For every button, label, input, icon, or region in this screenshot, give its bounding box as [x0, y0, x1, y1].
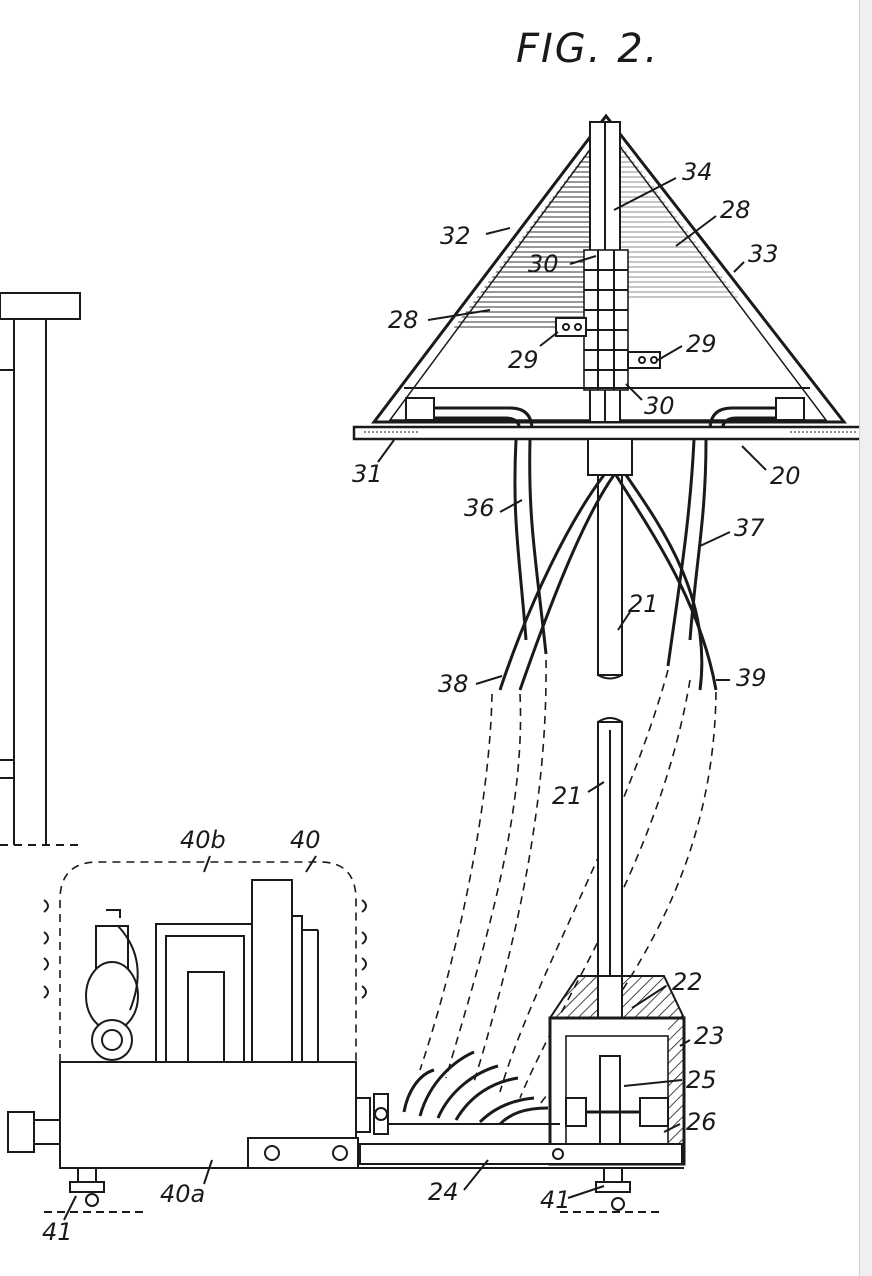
label-21-lower: 21: [552, 782, 583, 810]
label-41-left: 41: [42, 1218, 73, 1246]
leader-lines: [63, 177, 767, 1221]
figure-title: FIG. 2.: [516, 26, 659, 72]
cabinet-equipment: [85, 879, 319, 1063]
label-30-upper: 30: [528, 250, 559, 278]
reference-numerals: 34 28 32 33 30 28 29 29 30 31 20 36 37 2…: [42, 158, 801, 1246]
cabinet-housing: [43, 861, 367, 1062]
label-30-lower: 30: [644, 392, 675, 420]
label-32: 32: [440, 222, 471, 250]
head-plate: [352, 425, 860, 441]
label-41-right: 41: [540, 1186, 571, 1214]
label-37: 37: [734, 514, 765, 542]
label-36: 36: [464, 494, 495, 522]
label-40b: 40b: [180, 826, 226, 854]
hose-ends: [402, 1050, 549, 1126]
label-40: 40: [290, 826, 321, 854]
label-23: 23: [694, 1022, 725, 1050]
label-28-upper: 28: [720, 196, 751, 224]
label-38: 38: [438, 670, 469, 698]
label-28-lower: 28: [388, 306, 419, 334]
label-20: 20: [770, 462, 801, 490]
post-bracket: [548, 975, 686, 1166]
pole-upper: [587, 438, 633, 680]
pyramid-head: [370, 113, 848, 433]
label-21-upper: 21: [628, 590, 659, 618]
cabinet-base: [7, 1061, 684, 1169]
label-33: 33: [748, 240, 779, 268]
label-31: 31: [352, 460, 383, 488]
label-26: 26: [686, 1108, 717, 1136]
label-39: 39: [736, 664, 767, 692]
label-22: 22: [672, 968, 703, 996]
label-24: 24: [428, 1178, 459, 1206]
base-channel: [359, 1093, 683, 1165]
label-29-left: 29: [508, 346, 539, 374]
label-25: 25: [686, 1066, 717, 1094]
label-29-right: 29: [686, 330, 717, 358]
casters: [44, 1167, 660, 1213]
label-34: 34: [682, 158, 713, 186]
label-40a: 40a: [160, 1180, 205, 1208]
right-edge-strip: [859, 0, 872, 1276]
hoses: [498, 439, 718, 691]
table-fragment: [0, 292, 81, 846]
